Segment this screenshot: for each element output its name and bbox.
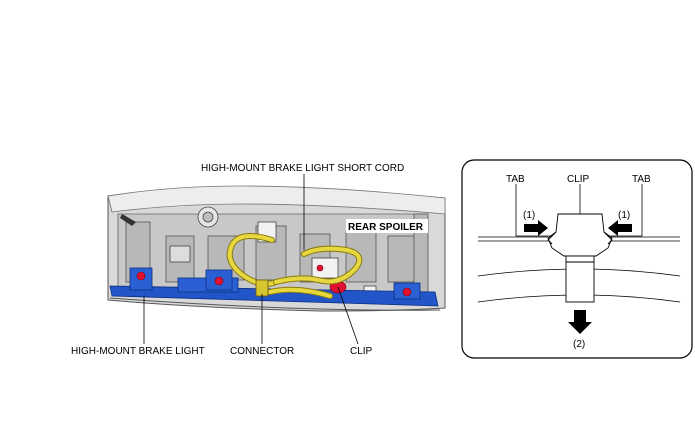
connector-part [255, 279, 269, 297]
label-short-cord: HIGH-MOUNT BRAKE LIGHT SHORT CORD [201, 163, 404, 174]
label-tab-left: TAB [506, 174, 525, 185]
label-tab-right: TAB [632, 174, 651, 185]
label-rear-spoiler: REAR SPOILER [348, 222, 424, 233]
arrow-pull-down [568, 310, 592, 334]
clip-detail-panel: TAB CLIP TAB (1) (1) (2) [461, 159, 693, 359]
rear-spoiler-illustration: HIGH-MOUNT BRAKE LIGHT SHORT CORD REAR S… [71, 163, 446, 357]
label-step1-left: (1) [523, 210, 535, 221]
rear-spoiler-label-bg [346, 219, 428, 233]
label-clip: CLIP [350, 346, 373, 357]
label-detail-clip: CLIP [567, 174, 590, 185]
pull-hook [120, 214, 136, 226]
leader-lines [143, 174, 359, 345]
clip-body [547, 213, 613, 303]
label-connector: CONNECTOR [230, 346, 294, 357]
label-step2: (2) [573, 339, 585, 350]
label-step1-right: (1) [618, 210, 630, 221]
arrow-push-right-tab [608, 220, 632, 236]
spoiler-bottom-edge [109, 297, 441, 311]
detail-leader-lines [515, 184, 643, 237]
arrow-push-left-tab [524, 220, 548, 236]
label-brake-light: HIGH-MOUNT BRAKE LIGHT [71, 346, 205, 357]
spoiler-top-lip [107, 185, 446, 215]
short-cord-harness [226, 233, 363, 299]
